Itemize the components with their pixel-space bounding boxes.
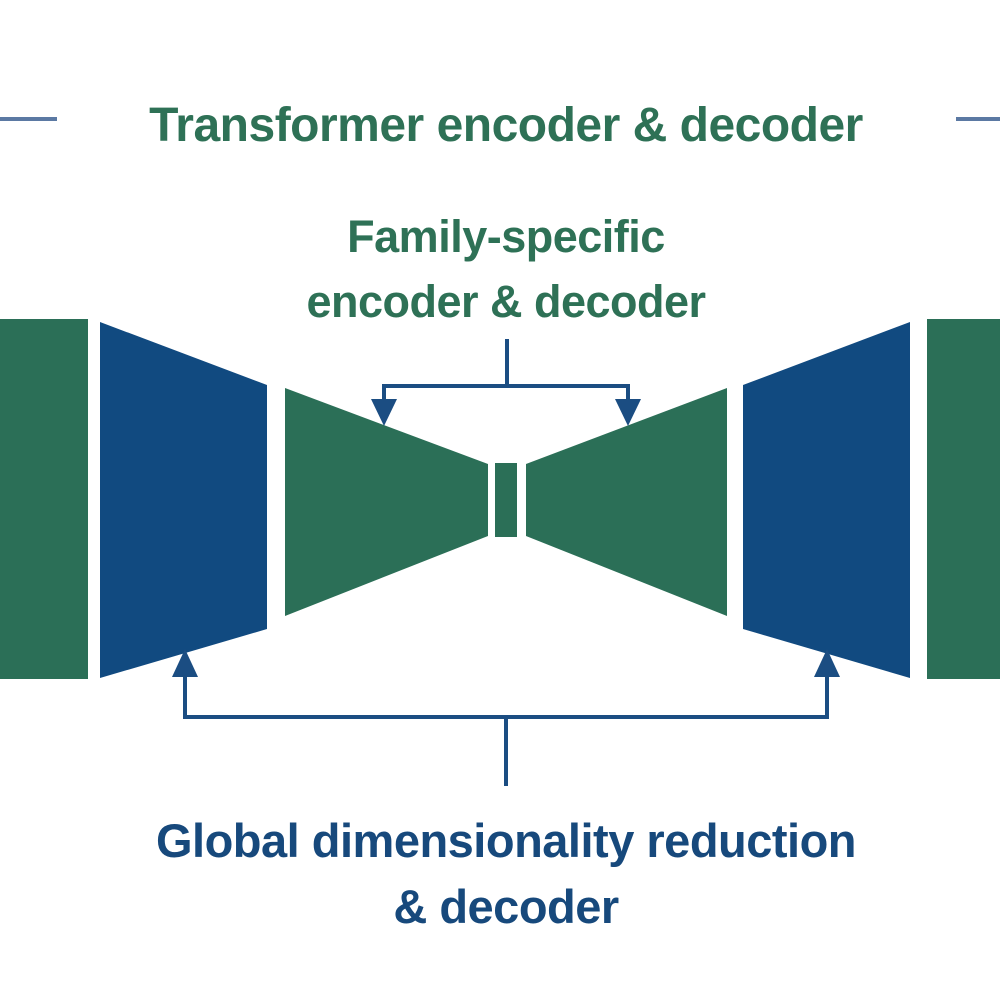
latent-center-block bbox=[495, 463, 517, 537]
global-reduction-label-line2: & decoder bbox=[393, 880, 619, 933]
family-arrowhead-left-icon bbox=[371, 399, 397, 426]
diagram-title: Transformer encoder & decoder bbox=[149, 99, 863, 152]
global-reduction-label: Global dimensionality reduction & decode… bbox=[6, 808, 1000, 940]
blue-trapezoid-left bbox=[100, 322, 267, 678]
blue-trapezoid-right bbox=[743, 322, 910, 678]
family-specific-label-line2: encoder & decoder bbox=[306, 276, 706, 327]
outer-green-block-left bbox=[0, 319, 88, 679]
family-specific-label: Family-specific encoder & decoder bbox=[6, 204, 1000, 334]
green-trapezoid-right bbox=[526, 388, 727, 616]
family-annotation-connector bbox=[382, 339, 630, 400]
global-arrowhead-left-icon bbox=[172, 649, 198, 677]
global-arrowhead-right-icon bbox=[814, 649, 840, 677]
green-trapezoid-left bbox=[285, 388, 488, 616]
family-specific-label-line1: Family-specific bbox=[347, 211, 665, 262]
outer-green-block-right bbox=[927, 319, 1000, 679]
family-arrowhead-right-icon bbox=[615, 399, 641, 426]
global-reduction-label-line1: Global dimensionality reduction bbox=[155, 814, 857, 867]
global-annotation-connector bbox=[183, 676, 829, 786]
